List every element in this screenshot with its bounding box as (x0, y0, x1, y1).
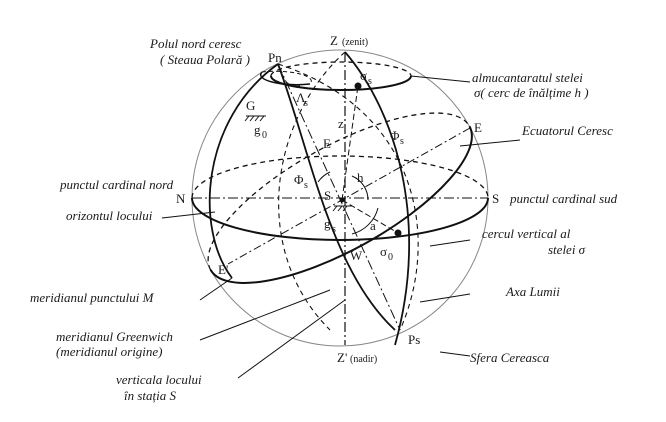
point-pn: Pn (268, 50, 282, 65)
almucantar-front (270, 75, 412, 91)
east-west-line (227, 127, 471, 265)
point-sigma-0: σ (380, 244, 387, 259)
angle-phi-arc (317, 171, 331, 183)
label-world-axis: Axa Lumii (505, 284, 560, 299)
point-g0: g (254, 122, 261, 137)
point-phi-s-1: Φ (294, 172, 304, 187)
point-gs-sub: s (332, 224, 336, 235)
label-pole-north-2: ( Steaua Polară ) (160, 52, 250, 67)
label-meridian-m: meridianul punctului M (30, 290, 155, 305)
label-north-cardinal: punctul cardinal nord (59, 177, 174, 192)
point-lambda-s-sub: s (304, 98, 308, 109)
label-pole-north-1: Polul nord ceresc (149, 36, 242, 51)
point-g0-sub: 0 (262, 130, 267, 141)
pole-circle-back (261, 70, 312, 85)
almucantar-back (270, 61, 412, 77)
leader-vertical (237, 299, 346, 379)
equator-back (207, 112, 471, 271)
equator-front (209, 125, 473, 284)
point-z-bar: z (338, 116, 344, 131)
leader-greenwich (199, 289, 331, 341)
label-celestial-sphere: Sfera Cereasca (470, 350, 550, 365)
angle-lambda-arc (285, 81, 301, 87)
label-local-vertical-2: în stația S (124, 388, 177, 403)
angle-a-arc (351, 207, 379, 235)
star-vertical-circle (344, 51, 411, 346)
point-zenith: Z (330, 33, 338, 48)
meridian-back-2 (278, 51, 346, 331)
point-station-s: S (324, 188, 331, 203)
star-sigma-s-dot (354, 82, 362, 90)
point-e-mid: E (323, 136, 331, 151)
horizon-front (191, 197, 489, 241)
label-almucantar-1: almucantaratul stelei (472, 70, 583, 85)
point-e-prime: E' (218, 262, 228, 277)
leader-horizon (161, 211, 216, 219)
point-ps: Ps (408, 332, 420, 347)
leader-equator (459, 139, 521, 147)
leader-meridian-m (199, 277, 233, 301)
point-e-right: E (474, 120, 482, 135)
ground-hatch-g (244, 115, 266, 122)
point-sigma-0-sub: 0 (388, 252, 393, 263)
label-star-vertical-2: stelei σ (548, 242, 586, 257)
point-n: N (176, 191, 186, 206)
point-sigma-s: σ (360, 68, 367, 83)
star-sigma-0-dot (394, 229, 402, 237)
label-south-cardinal: punctul cardinal sud (509, 191, 618, 206)
angle-h-arc (351, 175, 369, 201)
leader-sphere (439, 351, 471, 357)
pole-circle-front (259, 71, 311, 86)
point-phi-s-1-sub: s (304, 180, 308, 191)
point-w: W (350, 248, 363, 263)
point-s: S (492, 191, 499, 206)
leader-axis (419, 293, 471, 303)
label-greenwich-1: meridianul Greenwich (56, 329, 173, 344)
label-local-vertical-1: verticala locului (116, 372, 202, 387)
station-s-dot (339, 197, 345, 203)
point-phi-s-2-sub: s (400, 136, 404, 147)
point-nadir: Z' (337, 350, 347, 365)
point-nadir-note: (nadir) (350, 354, 377, 365)
label-star-vertical-1: cercul vertical al (482, 226, 571, 241)
star-direction (341, 85, 359, 201)
point-zenith-note: (zenit) (342, 37, 368, 48)
horizon-back (191, 155, 489, 199)
label-greenwich-2: (meridianul origine) (56, 344, 163, 359)
point-h: h (357, 170, 364, 185)
label-equator: Ecuatorul Ceresc (521, 123, 613, 138)
meridian-back-1 (277, 63, 419, 331)
point-phi-s-2: Φ (390, 128, 400, 143)
label-almucantar-2: σ( cerc de înălțime h ) (474, 85, 589, 100)
leader-almucantar (410, 75, 471, 83)
label-horizon: orizontul locului (66, 208, 153, 223)
meridian-m (208, 63, 279, 279)
point-lambda-s: Λ (296, 90, 306, 105)
ground-hatch-s (332, 205, 352, 212)
leader-star-vertical (429, 239, 471, 247)
world-axis (277, 63, 401, 331)
point-a: a (370, 218, 376, 233)
point-g: G (246, 98, 255, 113)
point-gs: g (324, 216, 331, 231)
greenwich-meridian (277, 63, 396, 331)
point-sigma-s-sub: s (368, 76, 372, 87)
